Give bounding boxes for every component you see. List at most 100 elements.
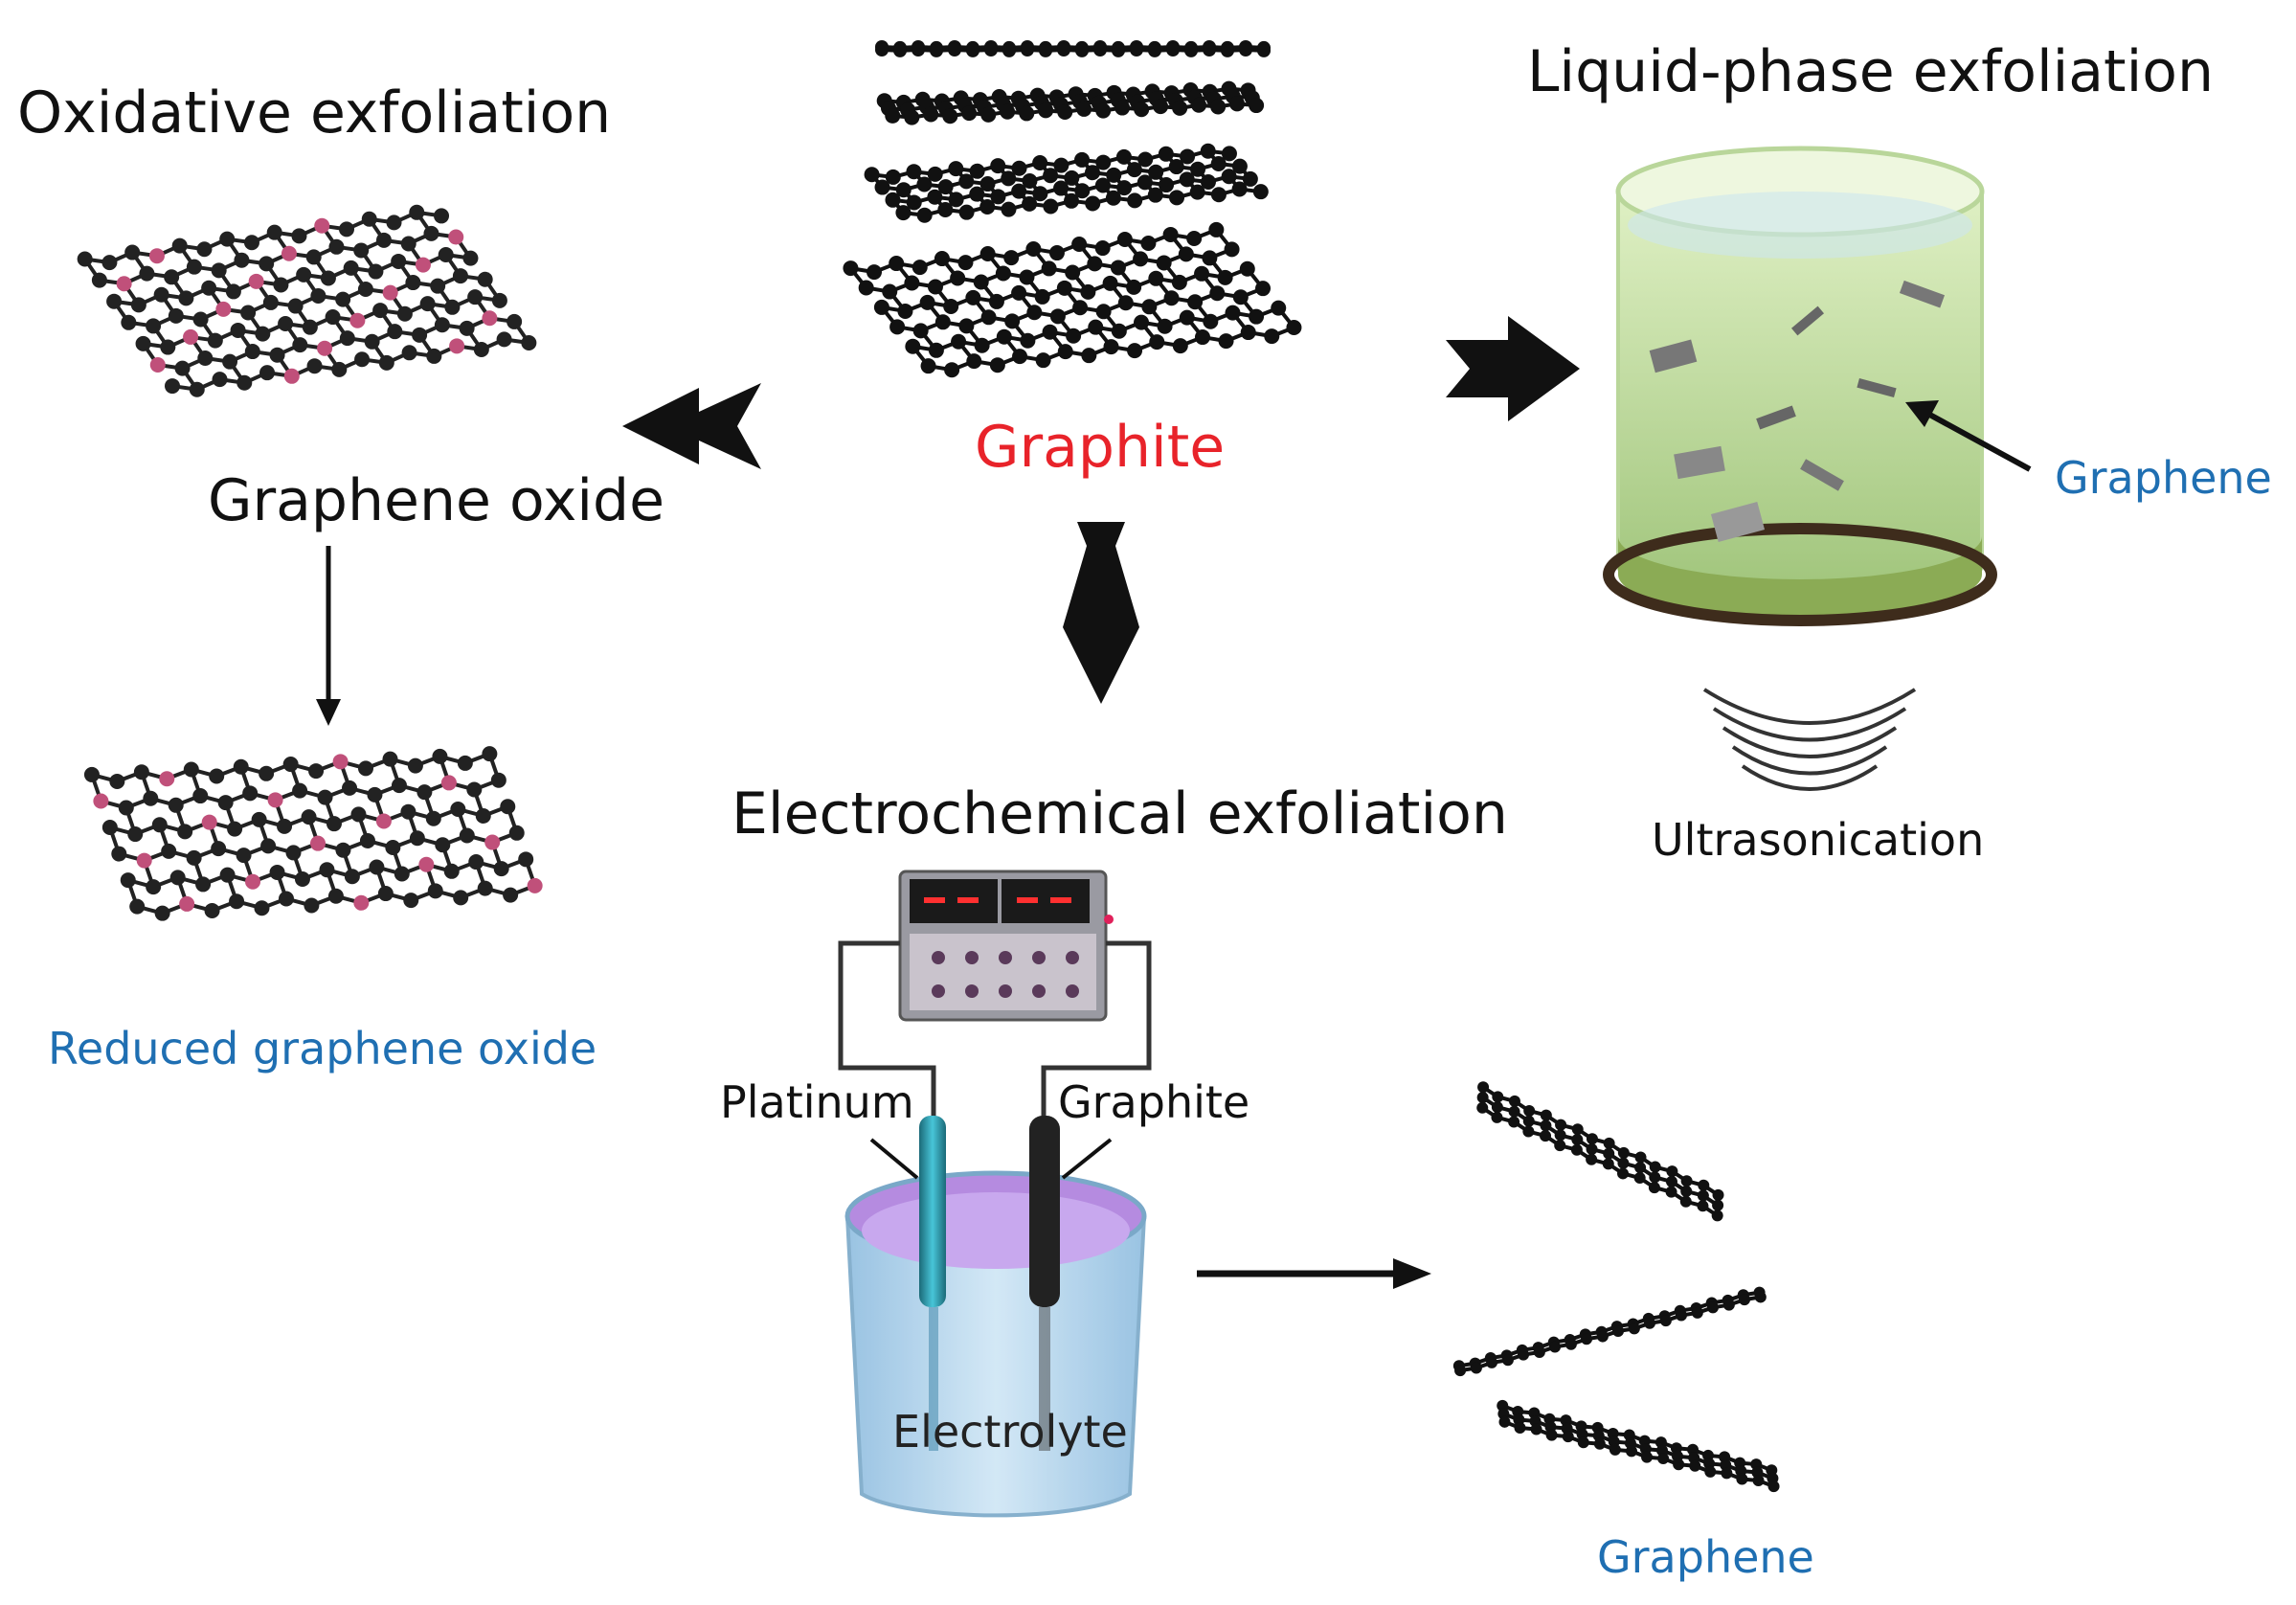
lattice-atom xyxy=(154,905,170,921)
lattice-atom xyxy=(101,255,118,271)
lattice-atom xyxy=(139,265,155,282)
lattice-atom xyxy=(1665,1175,1677,1187)
lattice-atom xyxy=(1148,43,1161,57)
lattice-atom xyxy=(149,356,166,373)
lattice-atom xyxy=(1035,352,1051,369)
lattice-atom xyxy=(937,202,954,218)
lattice-atom xyxy=(1533,1346,1545,1359)
lattice-atom xyxy=(1257,43,1271,57)
lattice-atom xyxy=(1712,1199,1724,1211)
ultrasonication-label: Ultrasonication xyxy=(1652,814,1985,866)
lattice-atom xyxy=(1454,1365,1467,1377)
lattice-atom xyxy=(1179,171,1195,188)
lattice-atom xyxy=(1157,318,1173,334)
lattice-atom xyxy=(1043,168,1059,184)
lattice-atom xyxy=(1020,332,1036,349)
lattice-atom xyxy=(1540,1119,1552,1132)
lattice-atom xyxy=(885,192,901,208)
lattice-atom xyxy=(1721,1467,1733,1480)
lattice-atom xyxy=(343,260,359,276)
lattice-atom xyxy=(916,176,933,192)
lattice-atom xyxy=(1057,344,1073,360)
lattice-atom xyxy=(1224,241,1240,258)
lattice-atom xyxy=(391,253,407,269)
lattice-atom xyxy=(1508,1105,1520,1118)
lattice-atom xyxy=(1105,190,1121,206)
lattice-atom xyxy=(843,260,859,277)
lattice-atom xyxy=(1001,170,1017,187)
lattice-atom xyxy=(401,345,417,361)
lattice-atom xyxy=(927,166,943,182)
lattice-atom xyxy=(906,164,922,180)
lattice-atom xyxy=(1231,181,1248,197)
lattice-atom xyxy=(980,309,997,326)
lattice-atom xyxy=(1203,313,1219,329)
lattice-atom xyxy=(490,772,506,788)
lattice-atom xyxy=(127,826,144,843)
lattice-atom xyxy=(174,360,191,376)
lattice-atom xyxy=(1134,314,1150,330)
lattice-atom xyxy=(1555,1119,1567,1131)
lattice-atom xyxy=(159,771,175,787)
lattice-atom xyxy=(227,821,243,837)
lattice-atom xyxy=(966,353,982,370)
lattice-atom xyxy=(996,328,1012,345)
lattice-atom xyxy=(1172,100,1188,116)
lattice-atom xyxy=(1501,1354,1514,1367)
lattice-atom xyxy=(1084,165,1100,181)
lattice-atom xyxy=(375,813,392,829)
lattice-atom xyxy=(1698,1179,1710,1191)
lattice-atom xyxy=(234,252,250,268)
lattice-atom xyxy=(1043,198,1059,215)
lattice-atom xyxy=(1189,184,1205,200)
lattice-atom xyxy=(301,809,317,825)
lattice-atom xyxy=(951,333,967,350)
lattice-atom xyxy=(905,338,921,354)
lattice-atom xyxy=(1064,192,1080,209)
lattice-atom xyxy=(106,293,123,309)
lattice-atom xyxy=(1168,159,1184,175)
lattice-atom xyxy=(1075,43,1089,57)
lattice-atom xyxy=(948,43,961,57)
arrow-to-liquid-phase xyxy=(1446,316,1580,421)
lattice-atom xyxy=(292,337,308,353)
graphene-oxide-sheet xyxy=(77,204,537,397)
lattice-atom xyxy=(438,246,454,262)
lattice-atom xyxy=(1549,1341,1562,1353)
lattice-atom xyxy=(882,283,898,300)
lattice-atom xyxy=(1508,1095,1520,1107)
lattice-atom xyxy=(989,357,1005,373)
liquid-graphene-label: Graphene xyxy=(2055,452,2272,504)
lattice-atom xyxy=(400,236,416,252)
lattice-atom xyxy=(418,856,435,872)
lattice-atom xyxy=(327,888,344,904)
lattice-atom xyxy=(1649,1161,1661,1173)
lattice-atom xyxy=(320,270,336,286)
lattice-atom xyxy=(278,891,294,907)
lattice-atom xyxy=(177,824,193,840)
lattice-atom xyxy=(1217,269,1233,285)
lattice-atom xyxy=(1736,1473,1748,1485)
lattice-atom xyxy=(482,746,498,762)
lattice-atom xyxy=(135,335,151,351)
lattice-atom xyxy=(319,862,335,878)
lattice-atom xyxy=(1221,146,1237,162)
lattice-atom xyxy=(244,344,260,360)
lattice-atom xyxy=(1034,288,1050,305)
lattice-atom xyxy=(1738,1294,1750,1306)
lattice-atom xyxy=(1057,104,1073,121)
lattice-atom xyxy=(326,816,342,832)
lattice-atom xyxy=(407,757,423,774)
lattice-atom xyxy=(1679,1195,1692,1208)
lattice-atom xyxy=(1042,324,1058,340)
lattice-atom xyxy=(1648,1182,1660,1194)
lattice-atom xyxy=(1476,1101,1489,1114)
lattice-atom xyxy=(317,340,333,356)
lattice-atom xyxy=(1491,1101,1503,1114)
lattice-atom xyxy=(885,169,901,185)
lattice-atom xyxy=(452,268,468,284)
lattice-atom xyxy=(1039,43,1052,57)
lattice-atom xyxy=(1049,308,1066,325)
lattice-atom xyxy=(353,894,370,911)
lattice-atom xyxy=(1210,155,1227,171)
